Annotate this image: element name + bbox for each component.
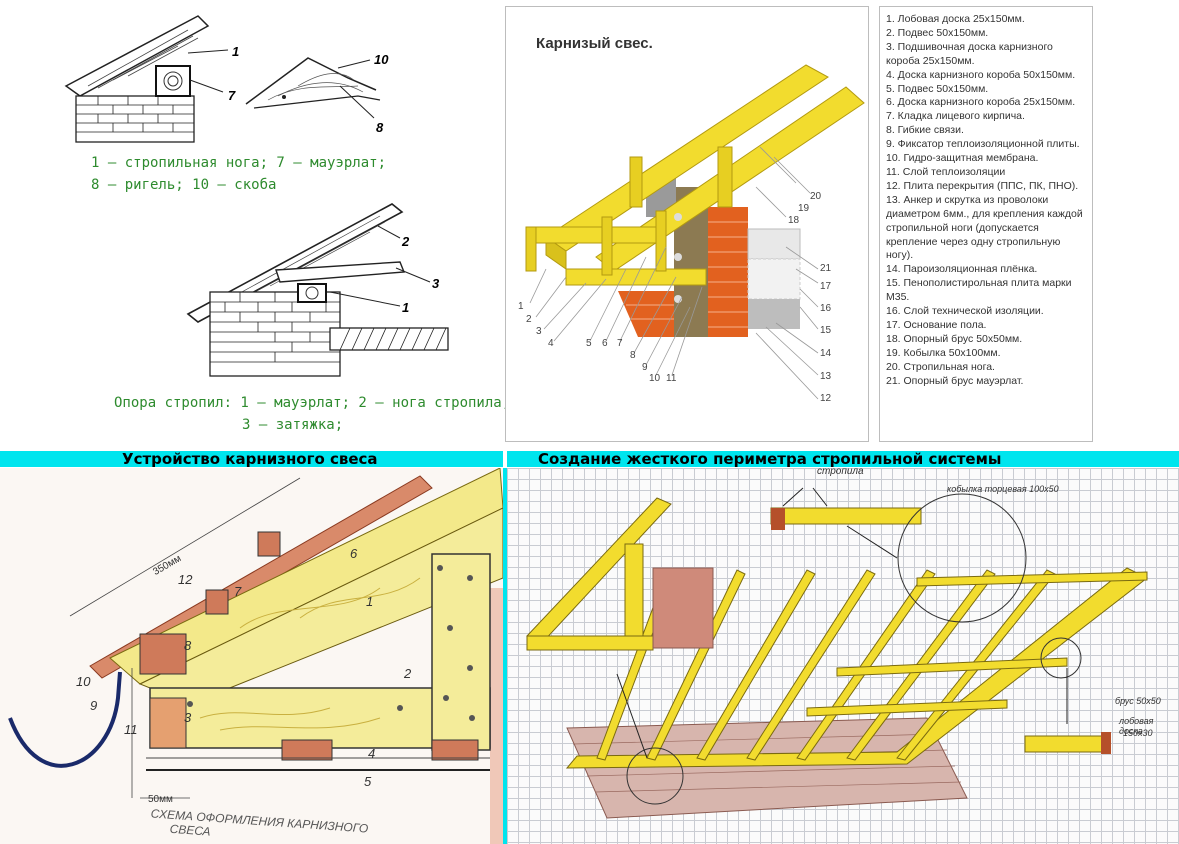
legend-item: 7. Кладка лицевого кирпича. [886,110,1025,123]
cornice-num-5: 5 [586,338,592,349]
note-kobylka: кобылка торцевая 100х50 [947,484,1059,494]
rafter-support-sketch: 2 3 1 [180,196,450,386]
fig2-caption: Опора стропил: 1 — мауэрлат; 2 — нога ст… [114,392,510,436]
cornice-num-12: 12 [820,393,832,404]
label-1: 1 [366,594,374,609]
label-8: 8 [184,638,192,653]
legend-item: 18. Опорный брус 50х50мм. [886,332,1023,345]
cornice-num-20: 20 [810,191,822,202]
cornice-num-3: 3 [536,326,542,337]
cornice-num-4: 4 [548,338,554,349]
legend-item: 4. Доска карнизного короба 50х150мм. [886,68,1076,81]
cornice-num-2: 2 [526,314,532,325]
cornice-num-14: 14 [820,348,832,359]
cornice-num-19: 19 [798,203,810,214]
label-2: 2 [404,666,412,681]
cornice-num-10: 10 [649,373,661,384]
legend-item: 15. Пенополистирольная плита марки М35. [886,277,1072,304]
legend-item: 17. Основание пола. [886,318,987,331]
cornice-num-8: 8 [630,350,636,361]
cornice-figure: Карнизый свес. [505,6,869,442]
label-11: 11 [124,722,138,737]
fig1-caption-line1: 1 — стропильная нога; 7 — мауэрлат; [91,155,387,171]
label-3: 3 [184,710,192,725]
cornice-num-15: 15 [820,325,832,336]
label-5: 5 [364,774,372,789]
rafter-sketch-top: 1 7 10 8 [58,8,398,148]
legend-item: 20. Стропильная нога. [886,360,995,373]
fig1-caption: 1 — стропильная нога; 7 — мауэрлат; 8 — … [91,152,386,196]
cornice-num-18: 18 [788,215,800,226]
legend-item: 19. Кобылка 50х100мм. [886,346,1001,359]
cornice-num-11: 11 [666,373,677,384]
cornice-num-9: 9 [642,362,648,373]
note-brus: брус 50х50 [1115,696,1161,706]
legend-item: 2. Подвес 50х150мм. [886,26,989,39]
legend-item: 16. Слой технической изоляции. [886,305,1044,318]
label-12: 12 [178,572,193,587]
fig2-caption-line1: Опора стропил: 1 — мауэрлат; 2 — нога ст… [114,395,511,411]
legend-item: 11. Слой теплоизоляции [886,165,1006,178]
legend-item: 21. Опорный брус мауэрлат. [886,374,1024,387]
cornice-num-1: 1 [518,301,524,312]
label-6: 6 [350,546,358,561]
cornice-num-17: 17 [820,281,832,292]
heading-band-left [0,451,503,467]
legend-item: 10. Гидро-защитная мембрана. [886,152,1039,165]
legend-item: 1. Лобовая доска 25х150мм. [886,13,1025,25]
legend-item: 14. Пароизоляционная плёнка. [886,263,1038,276]
legend-item: 8. Гибкие связи. [886,124,964,137]
panel-divider [503,468,507,844]
dimension-50: 50мм [148,794,173,805]
legend-item: 6. Доска карнизного короба 25х150мм. [886,96,1076,109]
legend-item: 3. Подшивочная доска карнизного короба 2… [886,40,1053,67]
heading-right: Создание жесткого периметра стропильной … [538,450,1002,468]
cornice-legend-list: 1. Лобовая доска 25х150мм. 2. Подвес 50х… [880,7,1092,388]
callout-1: 1 [232,44,240,59]
callout-2: 2 [402,234,410,249]
cornice-num-7: 7 [617,338,623,349]
legend-item: 12. Плита перекрытия (ППС, ПК, ПНО). [886,179,1079,192]
callout-10: 10 [374,52,389,67]
cornice-num-21: 21 [820,263,832,274]
legend-item: 9. Фиксатор теплоизоляционной плиты. [886,138,1080,151]
note-rafter: стропила [817,468,864,477]
cornice-num-13: 13 [820,371,832,382]
heading-band-right [507,451,1179,467]
callout-1b: 1 [402,300,410,315]
fig1-caption-line2: 8 — ригель; 10 — скоба [91,177,277,193]
legend-item: 5. Подвес 50х150мм. [886,82,989,95]
cornice-num-6: 6 [602,338,608,349]
callout-7: 7 [228,88,236,103]
label-4: 4 [368,746,376,761]
cornice-num-16: 16 [820,303,832,314]
fig2-caption-line2: 3 — затяжка; [242,417,344,433]
cornice-legend: 1. Лобовая доска 25х150мм. 2. Подвес 50х… [879,6,1093,442]
heading-left: Устройство карнизного свеса [122,450,378,468]
label-9: 9 [90,698,98,713]
cornice-title: Карнизый свес. [536,35,653,52]
label-7: 7 [234,584,242,599]
note-lobovaya: лобовая доска [1119,716,1154,736]
note-lobovaya-size: 150х30 [1123,728,1153,738]
callout-8: 8 [376,120,384,135]
callout-3: 3 [432,276,440,291]
legend-item: 13. Анкер и скрутка из проволоки диаметр… [886,193,1083,262]
cornice-device-drawing: 350мм 50мм 12 7 6 1 8 10 9 3 11 2 4 5 СХ… [0,468,503,844]
label-10: 10 [76,674,91,689]
rigid-perimeter-drawing: стропила кобылка торцевая 100х50 брус 50… [507,468,1179,844]
